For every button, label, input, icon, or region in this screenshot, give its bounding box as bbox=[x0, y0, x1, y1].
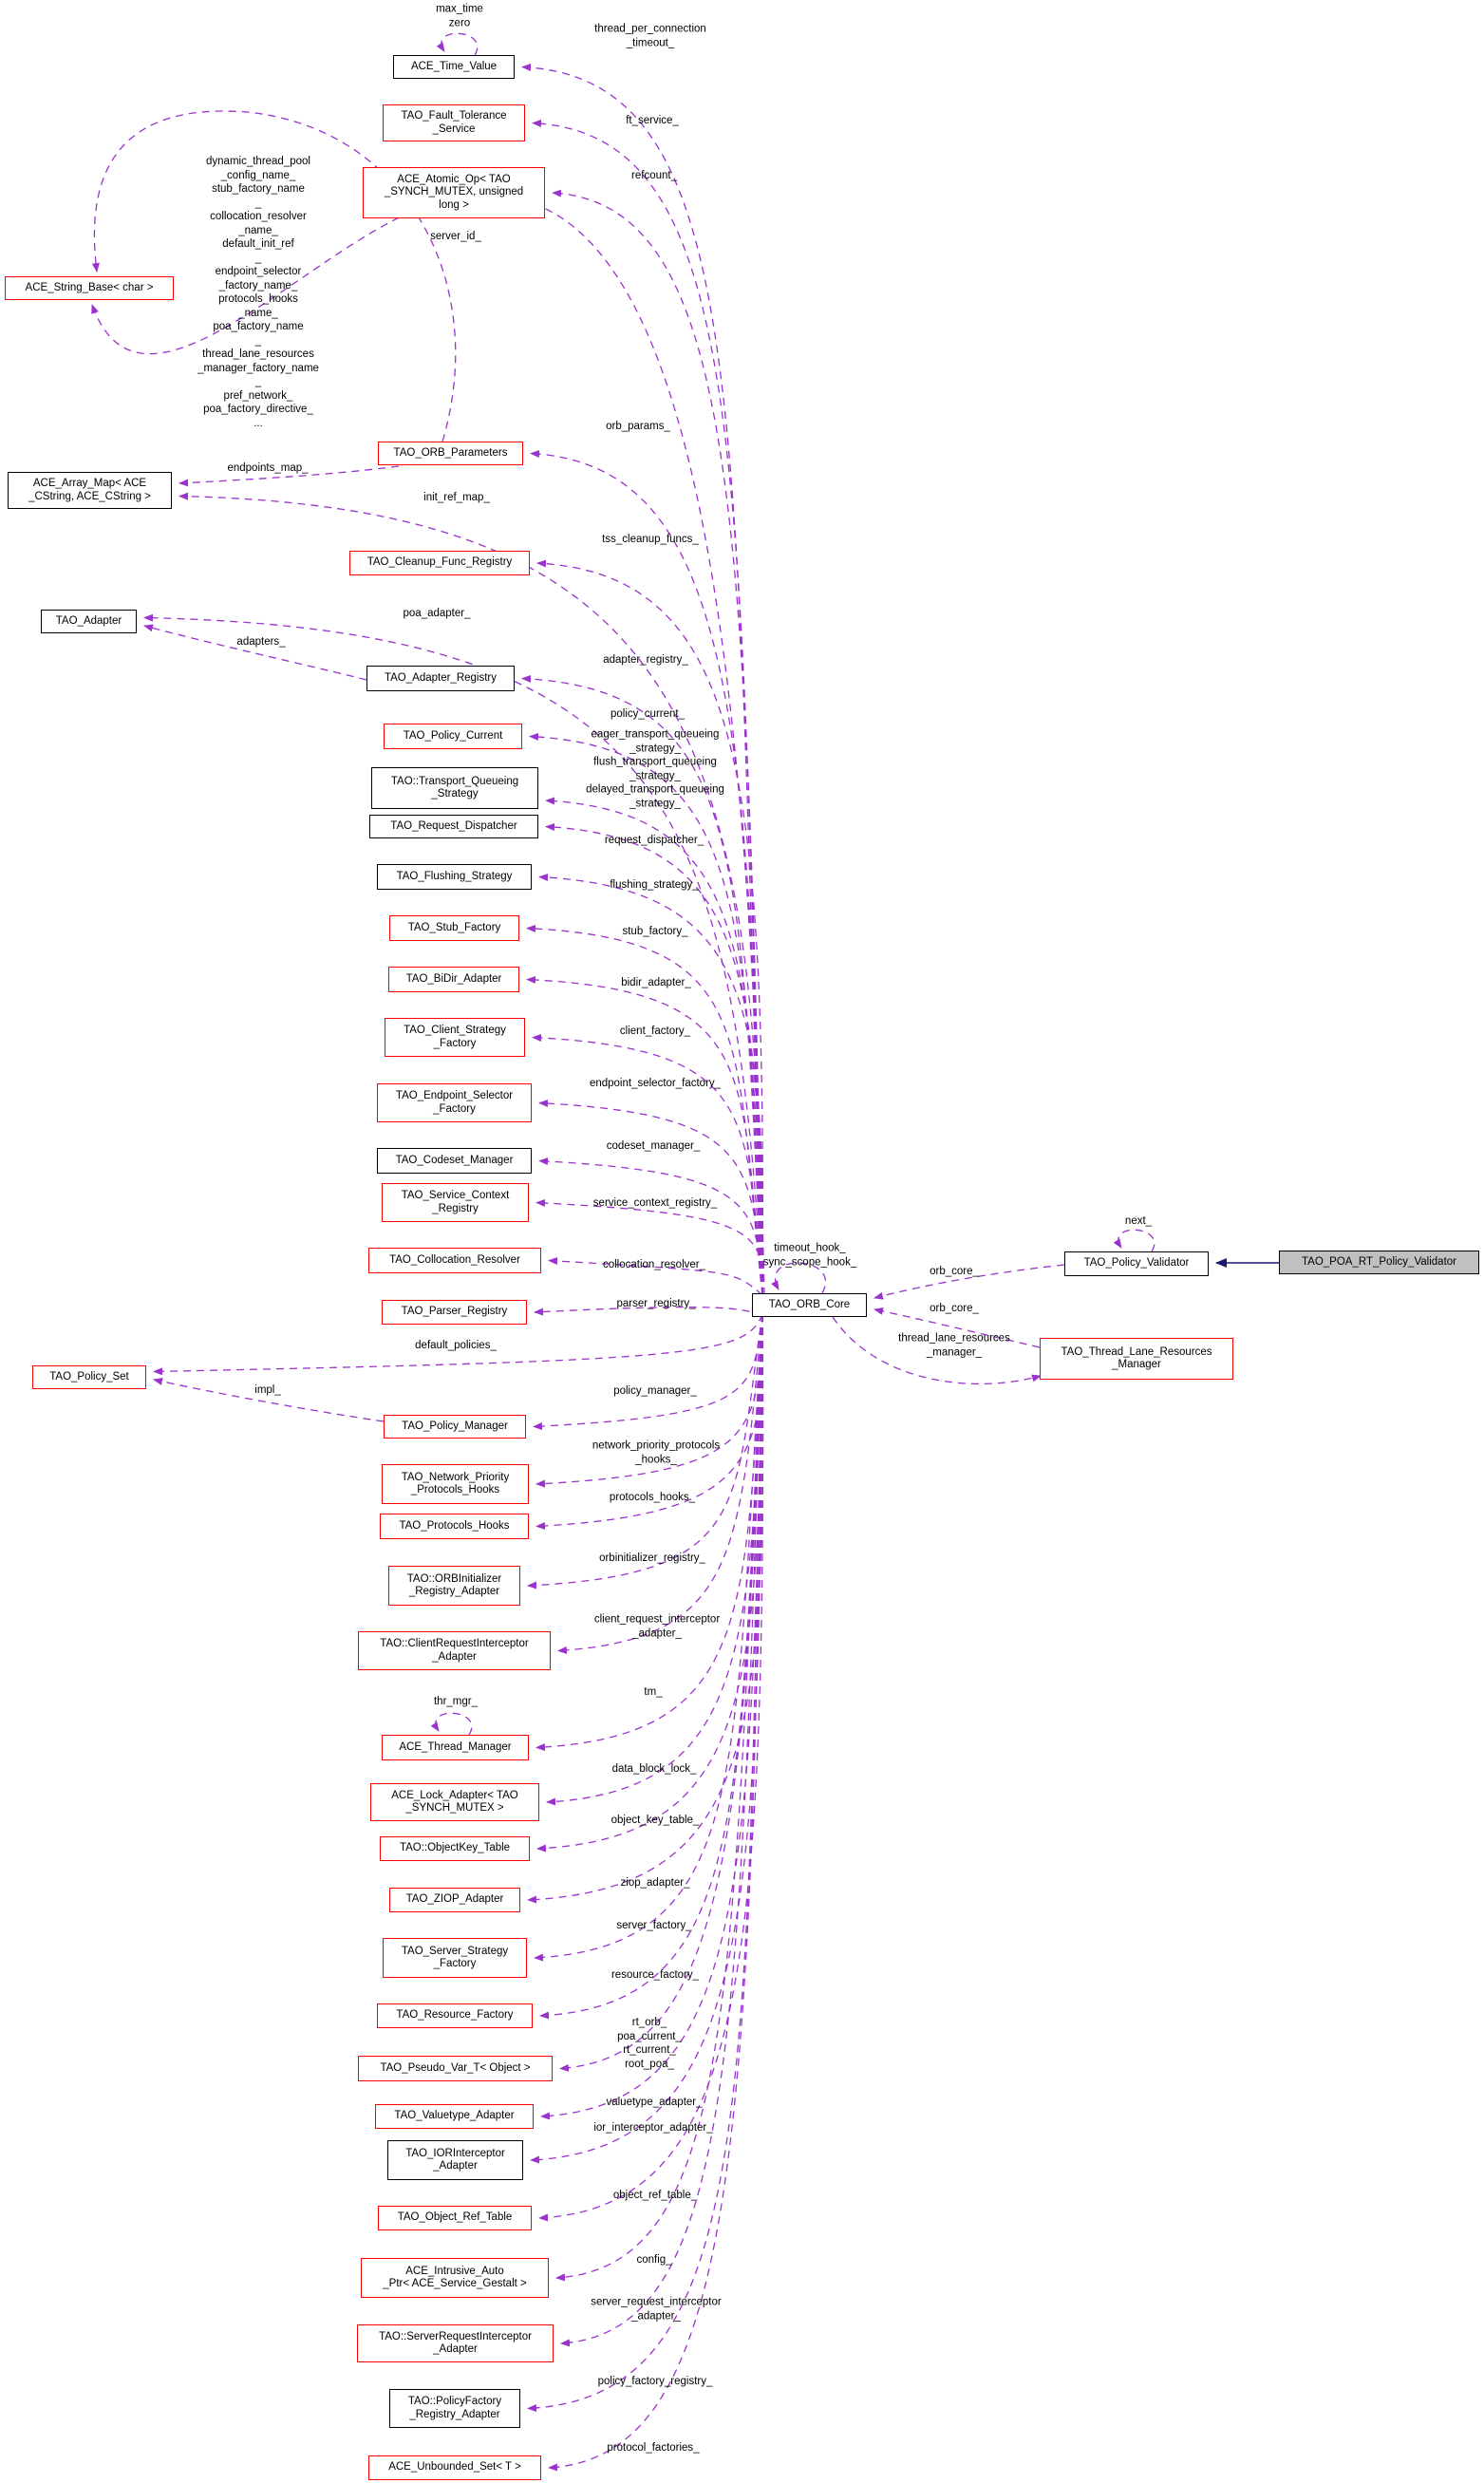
class-node-tao_resource_factory[interactable]: TAO_Resource_Factory bbox=[377, 2003, 533, 2028]
member-edge bbox=[436, 32, 479, 56]
member-edge bbox=[534, 1306, 763, 1316]
class-node-tao_client_strategy_factory[interactable]: TAO_Client_Strategy _Factory bbox=[385, 1018, 525, 1057]
member-edge bbox=[532, 1033, 763, 1296]
member-edge bbox=[530, 450, 763, 1296]
class-node-tao_policy_validator[interactable]: TAO_Policy_Validator bbox=[1064, 1251, 1209, 1276]
member-edge bbox=[873, 1264, 1065, 1300]
class-node-tao_orbinitializer[interactable]: TAO::ORBInitializer _Registry_Adapter bbox=[388, 1566, 520, 1606]
class-node-tao_adapter_registry[interactable]: TAO_Adapter_Registry bbox=[366, 666, 515, 691]
class-node-ace_thread_manager[interactable]: ACE_Thread_Manager bbox=[382, 1735, 529, 1760]
member-edge bbox=[535, 1313, 763, 1752]
member-edge bbox=[545, 797, 763, 1296]
class-node-tao_policyfactory[interactable]: TAO::PolicyFactory _Registry_Adapter bbox=[389, 2389, 520, 2428]
member-edge bbox=[539, 1313, 763, 2020]
class-node-tao_policy_manager[interactable]: TAO_Policy_Manager bbox=[384, 1415, 526, 1439]
member-edge bbox=[1113, 1229, 1155, 1252]
member-edge bbox=[530, 1313, 763, 2164]
class-node-tao_poa_rt_policy_validator: TAO_POA_RT_Policy_Validator bbox=[1279, 1251, 1479, 1274]
class-node-tao_policy_current[interactable]: TAO_Policy_Current bbox=[384, 724, 522, 749]
class-node-ace_lock_adapter[interactable]: ACE_Lock_Adapter< TAO _SYNCH_MUTEX > bbox=[370, 1783, 539, 1821]
member-edge bbox=[527, 1313, 763, 2413]
member-edge bbox=[533, 1313, 763, 1431]
member-edge bbox=[545, 823, 763, 1296]
class-node-tao_orb_core[interactable]: TAO_ORB_Core bbox=[752, 1293, 867, 1317]
member-edge bbox=[548, 1313, 763, 2472]
member-edge bbox=[771, 1262, 826, 1294]
member-edge bbox=[143, 624, 367, 681]
class-node-tao_object_ref_table[interactable]: TAO_Object_Ref_Table bbox=[378, 2206, 532, 2230]
member-edge bbox=[536, 559, 764, 1296]
class-node-tao_adapter[interactable]: TAO_Adapter bbox=[41, 610, 137, 633]
class-node-ace_string_base[interactable]: ACE_String_Base< char > bbox=[5, 276, 174, 300]
class-node-tao_iorinterceptor[interactable]: TAO_IORInterceptor _Adapter bbox=[387, 2140, 523, 2180]
member-edge bbox=[430, 1712, 473, 1736]
class-node-ace_array_map[interactable]: ACE_Array_Map< ACE _CString, ACE_CString… bbox=[8, 472, 172, 509]
class-node-tao_cleanup_func_registry[interactable]: TAO_Cleanup_Func_Registry bbox=[349, 551, 530, 575]
member-edge bbox=[178, 465, 400, 487]
member-edge bbox=[521, 674, 763, 1296]
member-edge bbox=[559, 1313, 763, 2072]
class-node-tao_objectkey_table[interactable]: TAO::ObjectKey_Table bbox=[380, 1836, 530, 1861]
class-node-tao_bidir_adapter[interactable]: TAO_BiDir_Adapter bbox=[388, 967, 519, 992]
class-node-tao_service_context_registry[interactable]: TAO_Service_Context _Registry bbox=[382, 1183, 529, 1222]
class-node-ace_atomic_op[interactable]: ACE_Atomic_Op< TAO _SYNCH_MUTEX, unsigne… bbox=[363, 167, 545, 218]
class-node-tao_thread_lane_resources_manager[interactable]: TAO_Thread_Lane_Resources _Manager bbox=[1040, 1338, 1233, 1380]
member-edge bbox=[536, 1313, 763, 1853]
member-edge bbox=[535, 1313, 763, 1488]
member-edge bbox=[521, 63, 763, 1296]
class-node-tao_server_strategy_factory[interactable]: TAO_Server_Strategy _Factory bbox=[383, 1938, 527, 1978]
class-node-tao_orb_parameters[interactable]: TAO_ORB_Parameters bbox=[378, 442, 523, 465]
member-edge bbox=[526, 975, 763, 1296]
member-edge bbox=[153, 1313, 763, 1376]
class-node-ace_time_value[interactable]: ACE_Time_Value bbox=[393, 55, 515, 79]
class-node-tao_flushing_strategy[interactable]: TAO_Flushing_Strategy bbox=[377, 864, 532, 890]
member-edge bbox=[538, 1099, 763, 1296]
member-edge bbox=[526, 924, 763, 1296]
class-node-tao_codeset_manager[interactable]: TAO_Codeset_Manager bbox=[377, 1148, 532, 1174]
class-node-tao_client_request_interceptor[interactable]: TAO::ClientRequestInterceptor _Adapter bbox=[358, 1631, 551, 1670]
member-edge bbox=[534, 1313, 763, 1962]
member-edge bbox=[178, 492, 763, 1296]
member-edge bbox=[538, 874, 764, 1296]
member-edge bbox=[560, 1313, 763, 2347]
member-edge bbox=[873, 1307, 1041, 1348]
member-edge bbox=[557, 1313, 763, 1654]
class-node-tao_request_dispatcher[interactable]: TAO_Request_Dispatcher bbox=[369, 815, 538, 838]
member-edge bbox=[535, 1313, 764, 1531]
class-node-tao_transport_queueing[interactable]: TAO::Transport_Queueing _Strategy bbox=[371, 767, 538, 809]
class-node-tao_pseudo_var[interactable]: TAO_Pseudo_Var_T< Object > bbox=[358, 2056, 553, 2081]
member-edge bbox=[552, 189, 763, 1296]
member-edge bbox=[532, 119, 763, 1296]
class-node-tao_protocols_hooks[interactable]: TAO_Protocols_Hooks bbox=[380, 1514, 529, 1539]
member-edge bbox=[538, 1313, 764, 2222]
member-edge bbox=[527, 1313, 763, 1589]
class-node-ace_unbounded_set[interactable]: ACE_Unbounded_Set< T > bbox=[368, 2455, 541, 2480]
class-node-tao_policy_set[interactable]: TAO_Policy_Set bbox=[32, 1365, 146, 1389]
class-node-tao_collocation_resolver[interactable]: TAO_Collocation_Resolver bbox=[368, 1248, 541, 1273]
member-edge bbox=[555, 1313, 763, 2282]
class-node-tao_network_priority[interactable]: TAO_Network_Priority _Protocols_Hooks bbox=[382, 1464, 529, 1504]
member-edge bbox=[153, 1378, 385, 1422]
class-node-tao_parser_registry[interactable]: TAO_Parser_Registry bbox=[382, 1300, 527, 1325]
member-edge bbox=[832, 1316, 1042, 1385]
class-node-tao_valuetype_adapter[interactable]: TAO_Valuetype_Adapter bbox=[375, 2104, 534, 2129]
member-edge bbox=[548, 1257, 763, 1296]
member-edge bbox=[529, 732, 763, 1296]
member-edge bbox=[535, 1198, 764, 1296]
member-edge bbox=[540, 1313, 763, 2120]
class-node-tao_endpoint_selector_factory[interactable]: TAO_Endpoint_Selector _Factory bbox=[377, 1083, 532, 1122]
member-edge bbox=[538, 1157, 763, 1296]
class-node-tao_stub_factory[interactable]: TAO_Stub_Factory bbox=[389, 915, 519, 941]
member-edge bbox=[546, 1313, 763, 1806]
class-node-tao_server_request_interceptor[interactable]: TAO::ServerRequestInterceptor _Adapter bbox=[357, 2324, 554, 2362]
class-node-tao_ziop_adapter[interactable]: TAO_ZIOP_Adapter bbox=[389, 1888, 520, 1912]
class-node-tao_fault_tolerance_service[interactable]: TAO_Fault_Tolerance _Service bbox=[383, 104, 525, 141]
class-node-ace_intrusive_auto_ptr[interactable]: ACE_Intrusive_Auto _Ptr< ACE_Service_Ges… bbox=[361, 2258, 549, 2298]
